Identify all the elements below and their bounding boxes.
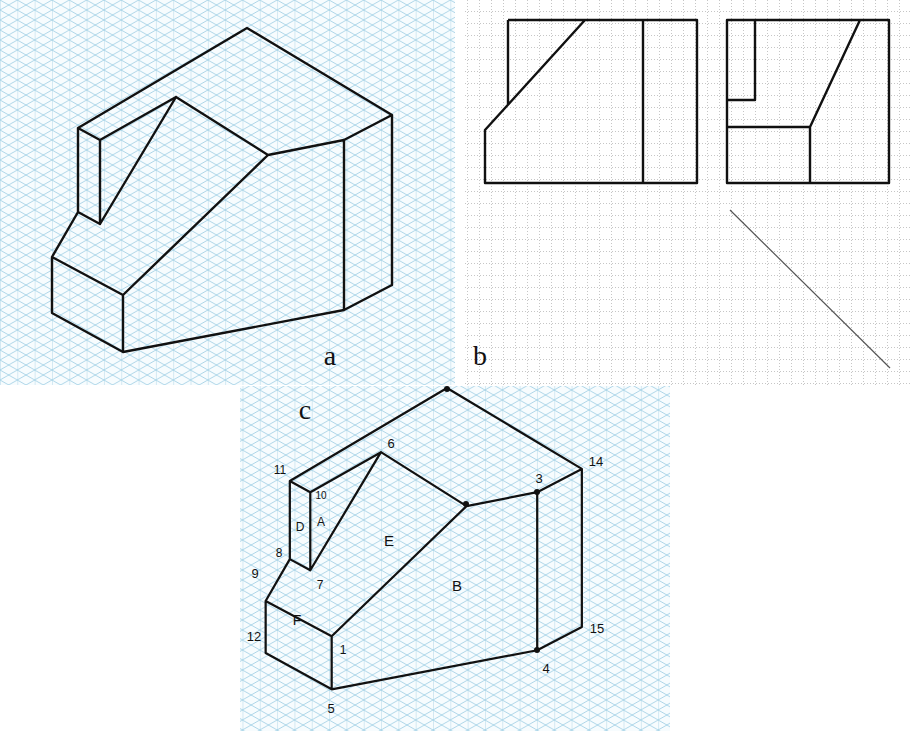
panel-letter: b xyxy=(473,342,487,370)
callout-number: 12 xyxy=(247,630,261,643)
face-letter: F xyxy=(293,613,302,627)
panel-letter: c xyxy=(299,396,311,424)
face-letter: A xyxy=(317,516,325,528)
callout-number: 4 xyxy=(542,662,549,675)
vertex-dots xyxy=(444,386,540,653)
isometric-grid xyxy=(0,0,455,385)
labelled-solid xyxy=(266,388,582,689)
square-grid xyxy=(463,0,911,385)
orthographic-views xyxy=(485,20,889,183)
panel-letter: a xyxy=(324,342,336,370)
miter-line xyxy=(730,210,890,368)
callout-number: 10 xyxy=(315,491,326,501)
face-letter: B xyxy=(452,578,462,593)
callout-number: 7 xyxy=(317,579,324,591)
callout-number: 3 xyxy=(535,472,542,485)
callout-number: 14 xyxy=(589,455,603,468)
callout-number: 8 xyxy=(276,547,283,559)
callout-number: 6 xyxy=(387,437,394,450)
face-letter: E xyxy=(384,533,394,548)
isometric-grid xyxy=(240,386,670,731)
callout-number: 5 xyxy=(327,702,334,715)
callout-number: 15 xyxy=(590,622,604,635)
callout-number: 1 xyxy=(340,644,347,656)
face-letter: D xyxy=(296,521,305,533)
isometric-solid xyxy=(52,28,392,352)
callout-number: 11 xyxy=(274,464,286,476)
callout-number: 9 xyxy=(251,567,258,580)
